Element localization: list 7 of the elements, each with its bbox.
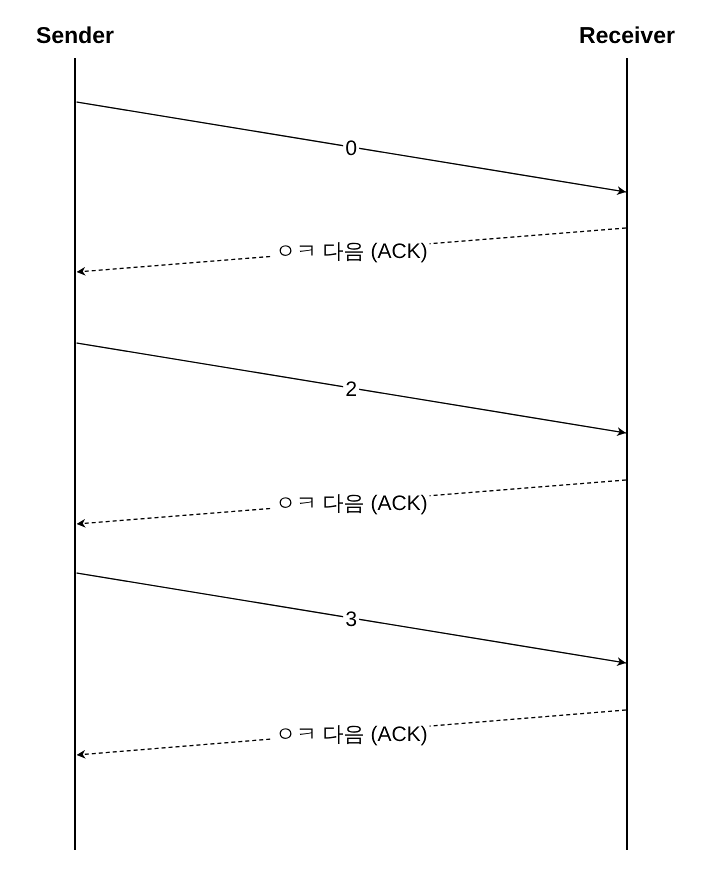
participant-heading: Sender — [35, 21, 115, 50]
arrow — [76, 342, 626, 436]
participant-heading: Receiver — [578, 21, 676, 50]
edge-label: ㅇㅋ 다음 (ACK) — [272, 491, 430, 517]
arrow — [76, 101, 626, 195]
arrow — [76, 572, 626, 666]
edge-label: ㅇㅋ 다음 (ACK) — [272, 239, 430, 265]
